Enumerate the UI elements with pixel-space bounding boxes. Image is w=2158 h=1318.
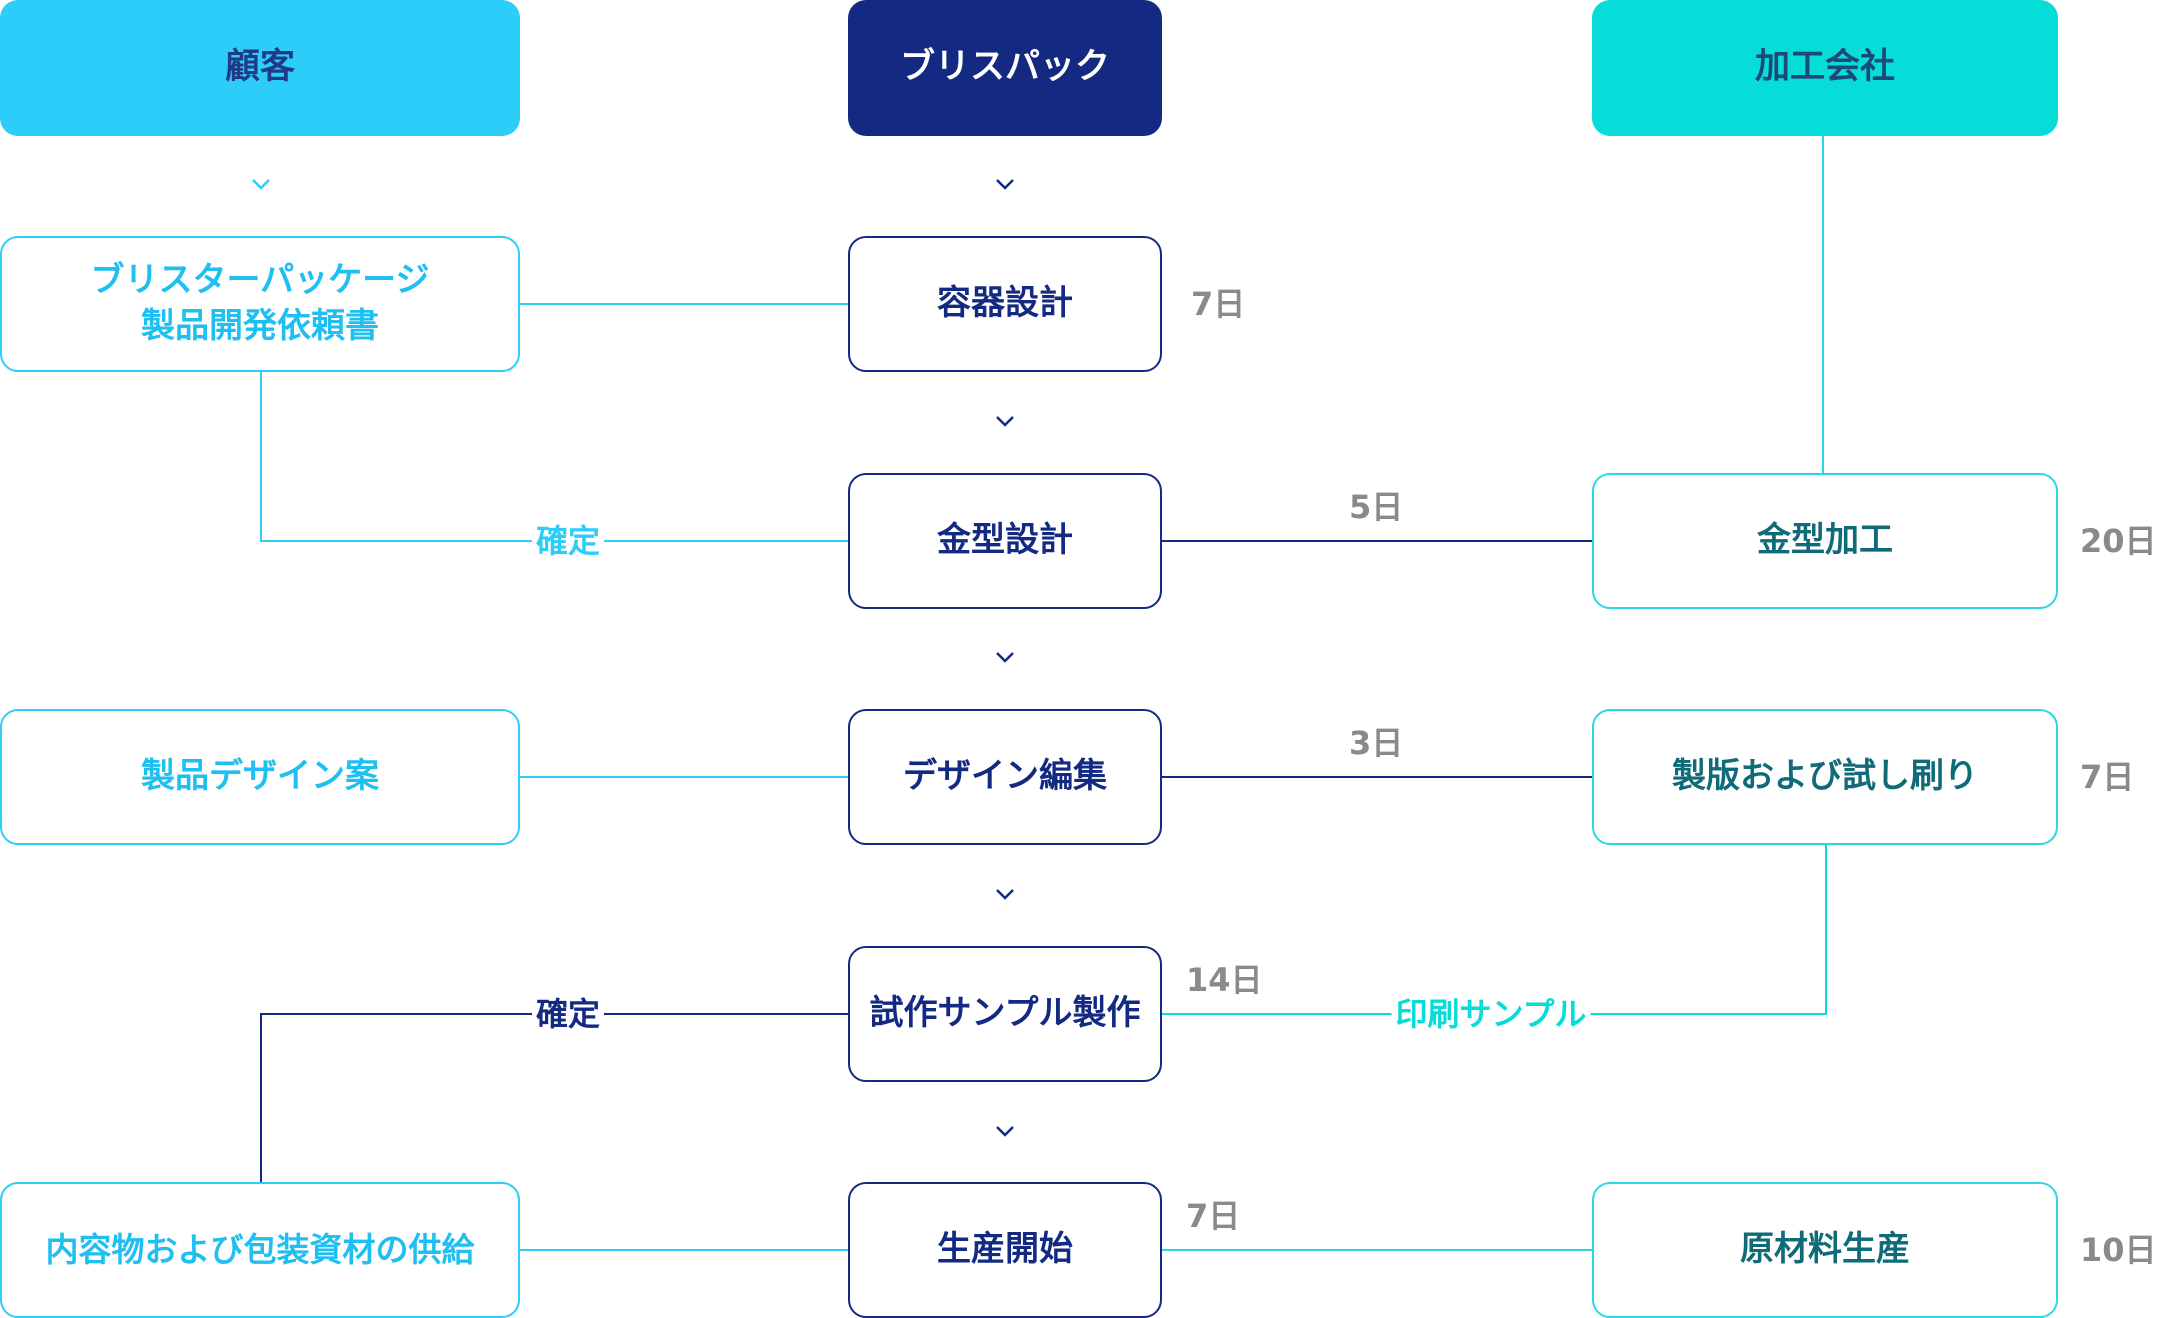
node-container-design: 容器設計 — [848, 236, 1162, 372]
header-processor: 加工会社 — [1592, 0, 2058, 136]
connector-prototype-supply — [260, 1013, 848, 1182]
node-development-request: ブリスターパッケージ 製品開発依頼書 — [0, 236, 520, 372]
duration-prototype: 14日 — [1186, 961, 1263, 999]
header-customer: 顧客 — [0, 0, 520, 136]
node-mold-design: 金型設計 — [848, 473, 1162, 609]
label-print-sample: 印刷サンプル — [1391, 998, 1591, 1030]
duration-raw-material: 10日 — [2080, 1231, 2157, 1269]
chevron-down-icon — [996, 179, 1014, 190]
duration-production: 7日 — [1186, 1197, 1241, 1235]
chevron-down-icon — [252, 179, 270, 190]
node-plate-making: 製版および試し刷り — [1592, 709, 2058, 845]
node-design-edit: デザイン編集 — [848, 709, 1162, 845]
node-material-supply: 内容物および包装資材の供給 — [0, 1182, 520, 1318]
node-prototype: 試作サンプル製作 — [848, 946, 1162, 1082]
node-product-design: 製品デザイン案 — [0, 709, 520, 845]
chevron-down-icon — [996, 416, 1014, 427]
duration-plate-making: 7日 — [2080, 758, 2135, 796]
duration-mold-processing: 20日 — [2080, 522, 2157, 560]
node-mold-processing: 金型加工 — [1592, 473, 2058, 609]
chevron-down-icon — [996, 889, 1014, 900]
label-confirm-prototype: 確定 — [531, 998, 605, 1030]
node-production: 生産開始 — [848, 1182, 1162, 1318]
node-raw-material: 原材料生産 — [1592, 1182, 2058, 1318]
duration-edit-link: 3日 — [1349, 724, 1404, 762]
connector-plate-prototype — [1162, 845, 1827, 1015]
header-blispack: ブリスパック — [848, 0, 1162, 136]
duration-container-design: 7日 — [1191, 285, 1246, 323]
chevron-down-icon — [996, 652, 1014, 663]
duration-mold-link: 5日 — [1349, 488, 1404, 526]
label-confirm-mold: 確定 — [531, 525, 605, 557]
connector-request-mold — [260, 372, 848, 542]
chevron-down-icon — [996, 1126, 1014, 1137]
